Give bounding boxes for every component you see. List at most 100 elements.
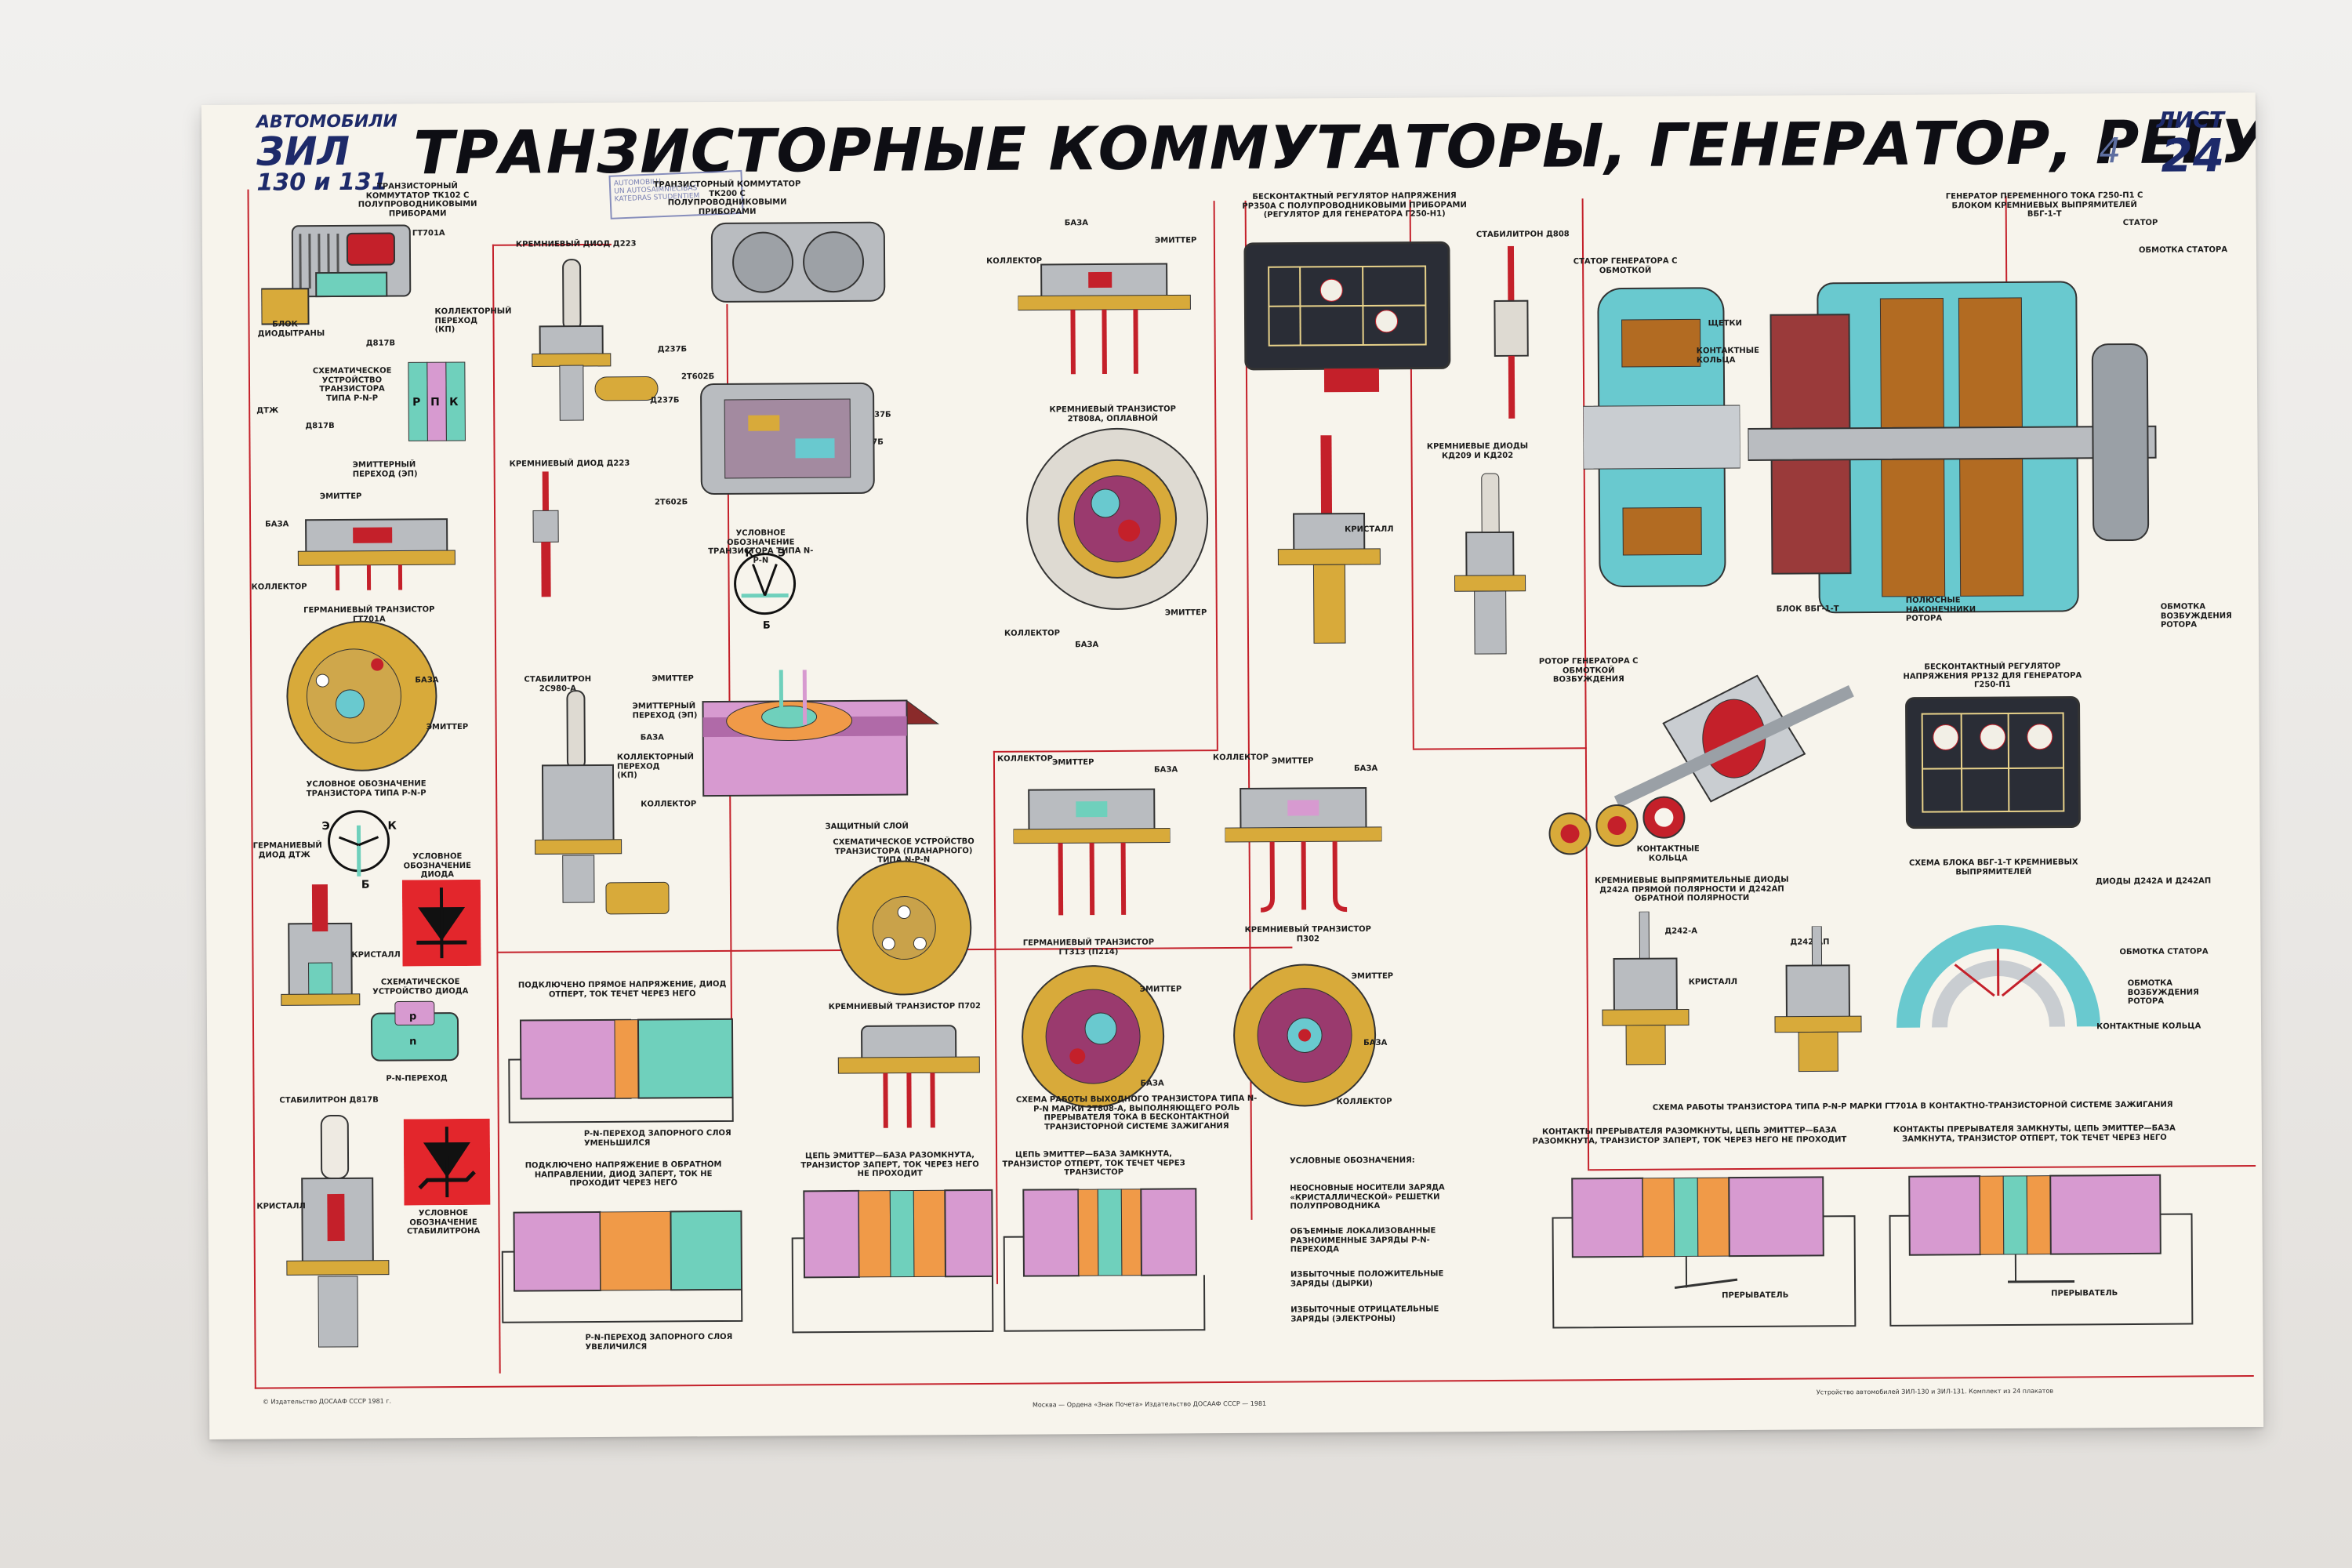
gt701a-top-view [286,620,437,771]
label-d817v-a: Д817В [365,339,396,348]
label-stab-d817: Стабилитрон Д817В [279,1095,379,1105]
label-krem-d223-mid: Кремниевый диод Д223 [509,459,630,469]
label-base-7: База [1140,1079,1164,1088]
diode-schematic: р n [370,1000,459,1062]
label-vbg-scheme: Схема блока ВБГ-1-Т кремниевых выпрямите… [1908,858,2078,877]
gt701a-section [297,518,456,590]
label-cond-stab: Условное обозначение стабилитрона [406,1208,481,1236]
label-emitter-7: Эмиттер [1139,985,1182,994]
p302-section [1225,786,1383,913]
divider-left-vertical [247,189,256,1389]
divider-right-horiz [1412,747,1587,750]
label-excitation2: Обмотка возбуждения ротора [2127,978,2199,1007]
p702-top-view [837,860,972,996]
label-dtzh: ДТЖ [256,406,279,416]
label-stab-d808: Стабилитрон Д808 [1475,230,1570,240]
d242ap-diode [1774,926,1862,1073]
2t808-top-view [1026,427,1209,610]
diode-n-letter: n [409,1036,416,1047]
label-d237b-2: Д237Б [650,396,680,405]
footer-center: Москва — Ордена «Знак Почета» Издательст… [1032,1399,1267,1409]
label-collector-4: Коллектор [1004,629,1060,638]
label-excitation: Обмотка возбуждения ротора [2160,602,2232,630]
label-g250: Генератор переменного тока Г250-П1 с бло… [1945,191,2143,219]
label-gt701a: ГТ701А [412,229,445,238]
stabilitron-symbol-box [403,1118,491,1206]
contact-rings-illustration [1548,796,1686,855]
d242a-diode [1602,911,1690,1065]
label-gt701-scheme: Схема работы транзистора типа p-n-p марк… [1652,1100,2173,1112]
label-crystal-2: Кристалл [256,1202,306,1211]
label-collector-7: Коллектор [1336,1097,1392,1107]
label-diodes-d242: Диоды Д242А и Д242АП [2095,877,2212,887]
label-contacts-open: Контакты прерывателя разомкнуты, цепь эм… [1532,1126,1847,1146]
label-skhem-ustr: Схематическое устройство транзистора тип… [312,366,392,403]
out-transistor-closed [791,1189,994,1334]
gt313-top-view [1022,965,1165,1109]
label-emitter-junction: Эмиттерный переход (ЭП) [352,460,418,479]
label-emitter-8: Эмиттер [1271,757,1314,766]
legend-item-2: Объемные локализованные разноименные зар… [1290,1226,1436,1254]
divider-bottom-left [254,1375,2254,1389]
label-base-3: База [640,733,665,742]
label-rr350a: Бесконтактный регулятор напряжения РР350… [1242,191,1467,220]
label-krem-p302: Кремниевый транзистор П302 [1244,924,1372,944]
label-krem-rect: Кремниевые выпрямительные диоды Д242А пр… [1595,875,1789,903]
label-base-1: База [265,520,289,529]
label-crystal-4: Кристалл [1688,978,1738,987]
label-base-2: База [415,676,439,685]
npn-symbol-k: К [745,548,753,560]
label-base-4: База [1064,219,1089,228]
label-pole-tips: Полюсные наконечники ротора [1905,596,1976,623]
footer-left: © Издательство ДОСААФ СССР 1981 г. [262,1397,392,1406]
legend-item-3: Избыточные положительные заряды (дырки) [1290,1269,1444,1289]
rotor-illustration [1613,674,1854,808]
label-contact-rings: Контактные кольца [1636,844,1700,863]
npn-symbol-b: Б [763,620,771,632]
stab-2s980 [535,690,670,915]
out-transistor-open [1003,1188,1206,1332]
label-cond-diode: Условное обозначение диода [403,852,471,880]
label-collector-6: Коллектор [1212,753,1269,763]
legend-item-1: Неосновные носители заряда «кристалличес… [1290,1183,1445,1211]
label-cond-pnp: Условное обозначение транзистора типа p-… [306,779,426,798]
label-crystal-1: Кристалл [351,950,401,960]
label-d237b-1: Д237Б [657,345,688,354]
npn-symbol: К Э Б [734,547,797,632]
label-zash-sloy: Защитный слой [825,822,909,832]
label-collector-5: Коллектор [996,754,1053,764]
d223-diode-top [532,259,659,421]
handwritten-mark: 4 [2099,131,2122,172]
label-krem-p702: Кремниевый транзистор П702 [828,1001,981,1012]
gt701-contacts-open [1552,1176,1857,1329]
rr350a-regulator [1243,241,1451,393]
label-pn-junction: p-n-переход [386,1074,448,1083]
footer-right: Устройство автомобилей ЗИЛ-130 и ЗИЛ-131… [1816,1387,2054,1396]
label-slip-rings: Контактные кольца [1696,346,1759,365]
pnp-symbol: Э К Б [321,810,397,891]
diode-p-letter: р [409,1011,416,1022]
label-contacts-closed: Контакты прерывателя замкнуты, цепь эмит… [1893,1123,2176,1144]
pn-forward-diagram [508,1018,734,1123]
p302-top-view [1233,964,1377,1107]
label-breaker-2: Прерыватель [2051,1289,2118,1298]
pnp-n-letter: П [430,396,440,408]
label-collector-junction-2: Коллекторный переход (КП) [616,753,694,780]
label-out-scheme: Схема работы выходного транзистора типа … [1015,1094,1258,1131]
pnp-k-letter: К [449,396,459,408]
d817-stabilitron [286,1114,390,1348]
rr132-regulator [1905,695,2081,829]
kd202-diode [1454,473,1526,655]
label-emitter-9: Эмиттер [1351,971,1394,982]
brand-line-2: ЗИЛ [256,128,350,175]
label-emitter-2: Эмиттер [426,722,469,732]
g250-generator [1747,281,2157,614]
dtzh-diode-section [281,884,361,1006]
label-germ-gt313: Германиевый транзистор ГТ313 (П214) [1022,938,1155,956]
label-krem-kd209: Кремниевые диоды КД209 и КД202 [1426,441,1529,460]
tk200-switch-inside [700,382,875,495]
label-emitter-6: Эмиттер [1051,758,1094,768]
label-collector-junction: Коллекторный переход (КП) [434,307,512,335]
vbg-scheme-diagram [1896,925,2101,1028]
d223-diode-small [532,471,559,597]
